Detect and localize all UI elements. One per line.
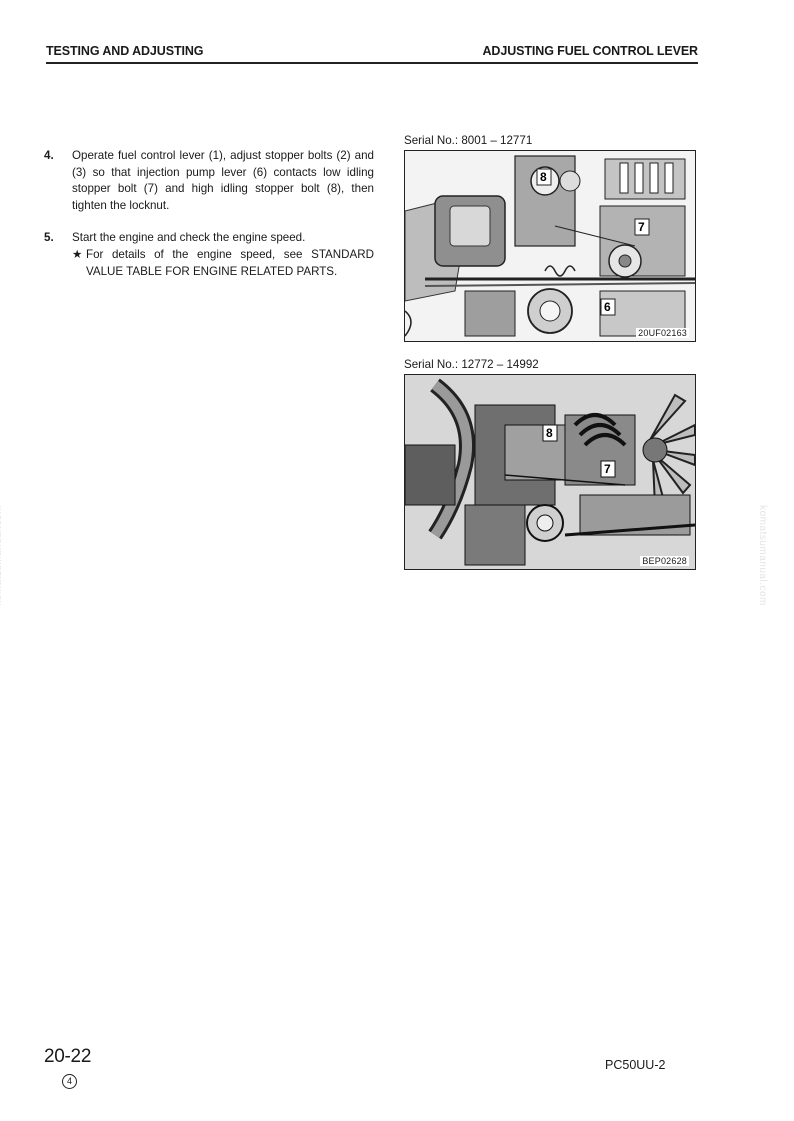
step-4: 4. Operate fuel control lever (1), adjus… <box>44 148 374 214</box>
step-5: 5. Start the engine and check the engine… <box>44 230 374 280</box>
step-number: 4. <box>44 149 54 162</box>
callout-label: 7 <box>604 462 611 476</box>
callout-label: 8 <box>540 170 547 184</box>
note-text: For details of the engine speed, see STA… <box>86 247 374 278</box>
figure-serial-8001: Serial No.: 8001 – 12771 <box>404 134 696 342</box>
figure-caption: Serial No.: 8001 – 12771 <box>404 134 533 147</box>
figure-caption: Serial No.: 12772 – 14992 <box>404 358 539 371</box>
section-title: TESTING AND ADJUSTING <box>46 44 204 58</box>
figure-code: BEP02628 <box>640 556 689 566</box>
engine-illustration-1: 8 7 6 <box>405 151 695 341</box>
model-name: PC50UU-2 <box>605 1058 666 1072</box>
page-header: TESTING AND ADJUSTING ADJUSTING FUEL CON… <box>46 44 698 64</box>
engine-illustration-2: 8 7 <box>405 375 695 569</box>
callout-label: 7 <box>638 220 645 234</box>
callout-label: 8 <box>546 426 553 440</box>
step-note: ★ For details of the engine speed, see S… <box>72 247 374 280</box>
page-title: ADJUSTING FUEL CONTROL LEVER <box>482 44 698 58</box>
figure-code: 20UF02163 <box>636 328 689 338</box>
engine-photo-2: 8 7 BEP02628 <box>404 374 696 570</box>
step-number: 5. <box>44 231 54 245</box>
step-text: Start the engine and check the engine sp… <box>72 231 306 245</box>
revision-mark: 4 <box>62 1074 77 1089</box>
watermark: komatsumanual.com <box>0 505 4 606</box>
callout-label: 6 <box>604 300 611 314</box>
procedure-steps: 4. Operate fuel control lever (1), adjus… <box>44 148 374 296</box>
page-number: 20-22 <box>44 1046 92 1067</box>
page-footer-left: 20-22 4 <box>44 1046 92 1089</box>
watermark: komatsumanual.com <box>756 505 768 606</box>
figure-serial-12772: Serial No.: 12772 – 14992 <box>404 358 696 570</box>
header-rule <box>46 62 698 64</box>
step-text: Operate fuel control lever (1), adjust s… <box>72 149 374 212</box>
engine-photo-1: 8 7 6 20UF02163 <box>404 150 696 342</box>
star-icon: ★ <box>72 247 83 261</box>
